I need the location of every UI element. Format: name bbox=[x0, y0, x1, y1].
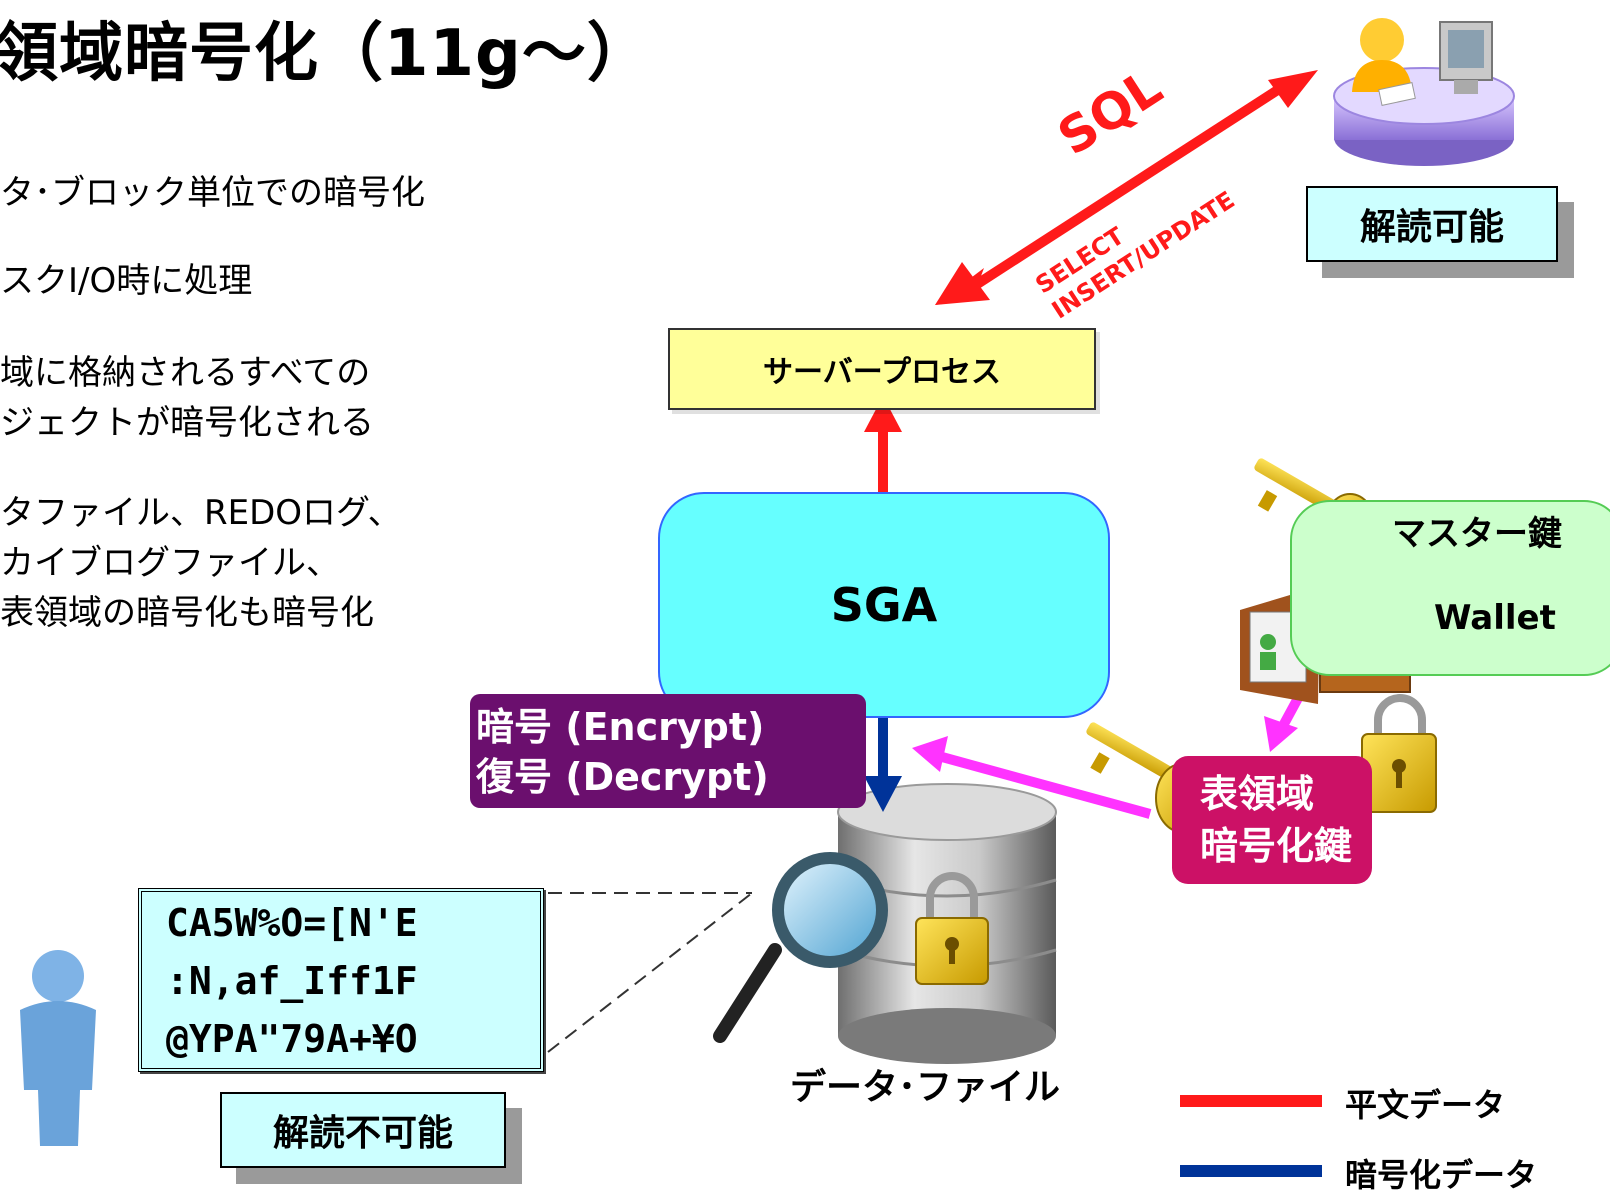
unreadable-label: 解読不可能 bbox=[220, 1092, 506, 1168]
ciphertext-box: CA5W%O=[N'E :N,af_Iff1F @YPA"79A+¥O bbox=[138, 888, 544, 1072]
bullet-2: スクI/O時に処理 bbox=[0, 261, 253, 301]
cipher-line-3: @YPA"79A+¥O bbox=[166, 1017, 418, 1061]
decrypt-label: 復号 (Decrypt) bbox=[476, 755, 769, 799]
master-key-label: マスター鍵 bbox=[1392, 514, 1562, 554]
bullet-4c: 表領域の暗号化も暗号化 bbox=[0, 593, 374, 633]
bullet-4b: カイブログファイル、 bbox=[0, 543, 340, 583]
tablespace-padlock-icon bbox=[1361, 694, 1437, 813]
page-title: 領域暗号化（11g～） bbox=[0, 17, 652, 91]
readable-label: 解読可能 bbox=[1306, 186, 1558, 262]
bullet-1: タ･ブロック単位での暗号化 bbox=[0, 173, 425, 213]
bullet-3a: 域に格納されるすべての bbox=[0, 353, 371, 393]
sql-arrow bbox=[935, 70, 1318, 305]
encrypt-label: 暗号 (Encrypt) bbox=[476, 705, 765, 749]
bullet-3b: ジェクトが暗号化される bbox=[0, 403, 374, 443]
legend-plain: 平文データ bbox=[1345, 1086, 1506, 1124]
bullet-4a: タファイル、REDOログ、 bbox=[0, 493, 402, 533]
encrypt-decrypt-box: 暗号 (Encrypt) 復号 (Decrypt) bbox=[470, 694, 866, 808]
wallet-label: Wallet bbox=[1434, 598, 1556, 638]
magnifier-icon bbox=[713, 852, 888, 1043]
cipher-line-2: :N,af_Iff1F bbox=[166, 959, 418, 1003]
sga-box: SGA bbox=[658, 492, 1110, 718]
cipher-line-1: CA5W%O=[N'E bbox=[166, 901, 418, 945]
wallet-box bbox=[1290, 500, 1610, 676]
legend-encrypted: 暗号化データ bbox=[1345, 1156, 1538, 1194]
tablespace-key-box: 表領域 暗号化鍵 bbox=[1172, 756, 1372, 884]
datafile-label: データ･ファイル bbox=[790, 1067, 1061, 1108]
person-icon bbox=[20, 950, 96, 1146]
legend-lines bbox=[1180, 1095, 1322, 1177]
tablespace-key-line-2: 暗号化鍵 bbox=[1200, 824, 1353, 868]
padlock-icon bbox=[915, 872, 989, 985]
callout-lines bbox=[547, 892, 753, 1053]
tablespace-key-line-1: 表領域 bbox=[1200, 772, 1315, 816]
server-process-box: サーバープロセス bbox=[668, 328, 1096, 410]
user-at-computer-icon bbox=[1333, 18, 1515, 166]
